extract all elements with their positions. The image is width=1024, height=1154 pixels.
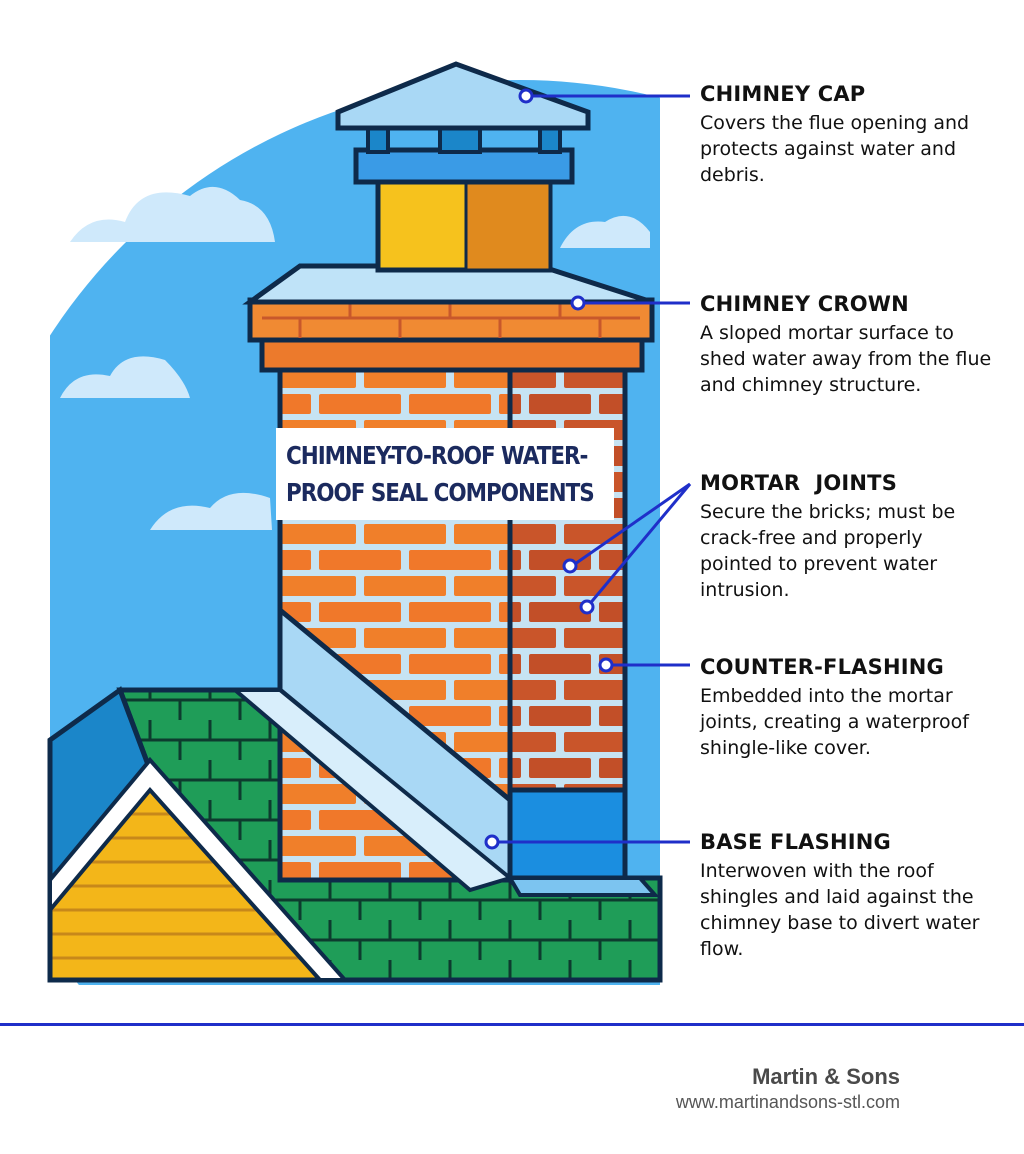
title-line: CHIMNEY-TO-ROOF WATER- [286,441,588,470]
callout-text: Covers the flue opening and protects aga… [700,112,970,186]
brand-name: Martin & Sons [752,1064,900,1089]
callout-text: Embedded into the mortar joints, creatin… [700,685,969,759]
callout-mortar-joints: MORTAR JOINTS Secure the bricks; must be… [700,471,1000,603]
leader-lines [494,94,692,844]
title-line: PROOF SEAL COMPONENTS [286,478,595,507]
callout-heading: CHIMNEY CAP [700,82,866,106]
callout-base-flashing: BASE FLASHING Interwoven with the roof s… [700,830,1000,962]
flue-liner [375,175,553,273]
callout-heading: BASE FLASHING [700,830,891,854]
base-flashing [229,604,660,897]
brand-url[interactable]: www.martinandsons-stl.com [675,1092,900,1112]
footer-divider [0,1023,1024,1026]
callout-heading: CHIMNEY CROWN [700,292,909,316]
cloud-icon [560,215,650,248]
cloud-icon [150,492,272,530]
callout-text: Interwoven with the roof shingles and la… [700,860,980,960]
chimney-cap [335,61,591,185]
chimney-crown [242,263,655,373]
callout-chimney-cap: CHIMNEY CAP Covers the flue opening and … [700,82,1000,188]
callout-chimney-crown: CHIMNEY CROWN A sloped mortar surface to… [700,292,1000,398]
callout-heading: MORTAR JOINTS [700,471,898,495]
callout-heading: COUNTER-FLASHING [700,655,944,679]
callout-text: A sloped mortar surface to shed water aw… [700,322,992,396]
callout-counter-flashing: COUNTER-FLASHING Embedded into the morta… [700,655,1000,761]
leader-dots [484,88,614,850]
cloud-icon [70,186,275,242]
callout-text: Secure the bricks; must be crack-free an… [700,501,956,601]
cloud-icon [60,356,190,398]
diagram-title: CHIMNEY-TO-ROOF WATER- PROOF SEAL COMPON… [276,428,614,520]
brand-block: Martin & Sons www.martinandsons-stl.com [676,1064,900,1113]
